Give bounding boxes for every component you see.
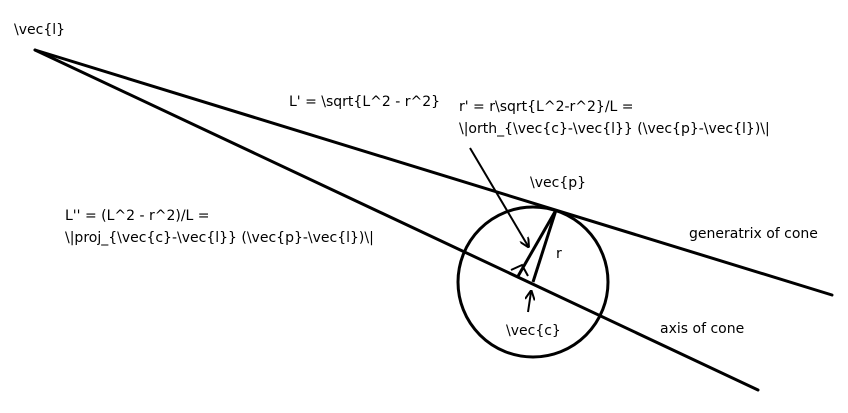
label-l-double-prime-line1: L'' = (L^2 - r^2)/L = [65, 208, 210, 224]
label-r-prime-line1: r' = r\sqrt{L^2-r^2}/L = [459, 99, 634, 115]
label-axis: axis of cone [660, 321, 744, 337]
generatrix-line [33, 48, 834, 297]
label-r-prime-line2: \|orth_{\vec{c}-\vec{l}} (\vec{p}-\vec{l… [459, 121, 770, 137]
center-arrow [528, 292, 531, 313]
label-l-double-prime-line2: \|proj_{\vec{c}-\vec{l}} (\vec{p}-\vec{l… [65, 230, 374, 246]
axis-line [33, 48, 760, 392]
radius-line [531, 209, 558, 283]
label-radius: r [556, 246, 562, 262]
label-generatrix: generatrix of cone [689, 226, 818, 242]
sphere-circle [456, 205, 610, 359]
label-point-p: \vec{p} [530, 175, 586, 191]
right-angle-marker [510, 263, 529, 277]
label-l-prime: L' = \sqrt{L^2 - r^2} [289, 94, 440, 110]
label-point-c: \vec{c} [506, 323, 561, 339]
label-point-l: \vec{l} [14, 22, 65, 38]
r-prime-arrow [469, 147, 528, 246]
